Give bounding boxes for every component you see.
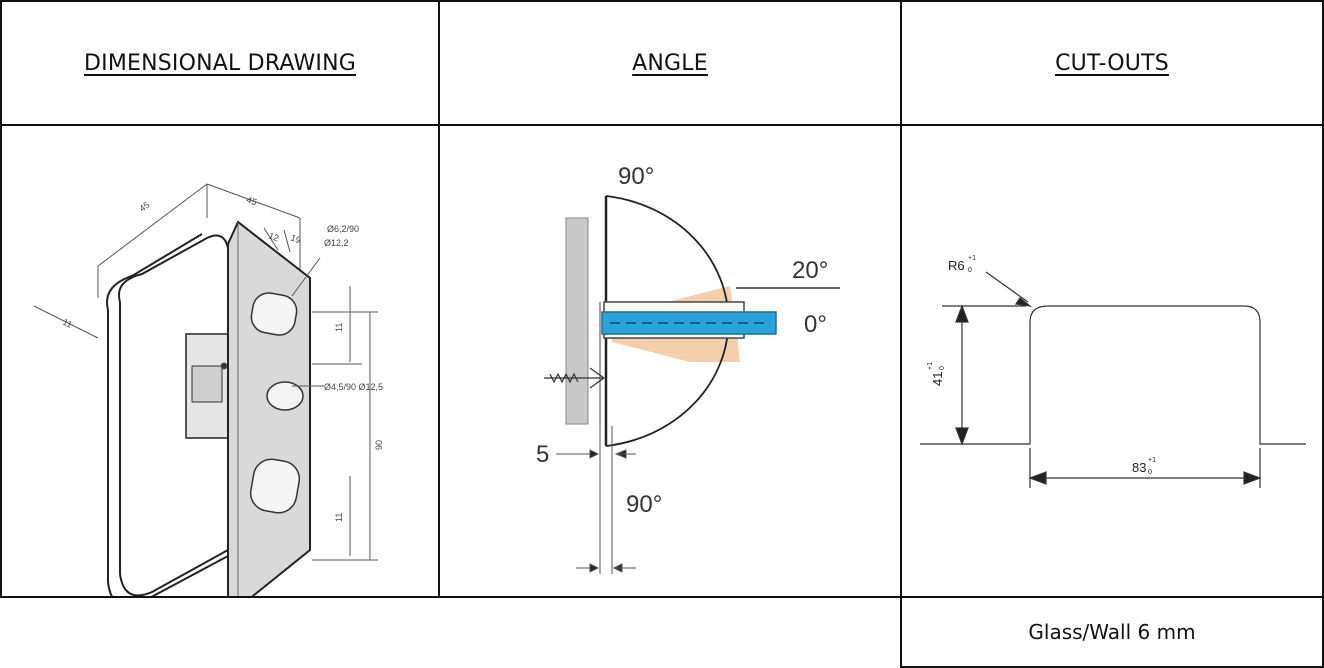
header-cut-outs: CUT-OUTS	[900, 0, 1324, 126]
dim-line-width1	[97, 183, 208, 267]
height-label: 41	[930, 372, 945, 386]
dim-label-v2: 11	[334, 513, 344, 522]
dim-label-h1: 90	[374, 440, 384, 450]
dim-label-hole: Ø4,5/90 Ø12,5	[324, 382, 383, 392]
dim-label-v1: 11	[334, 323, 344, 332]
cell-dimensional-drawing: 45 45 11 Ø6,2/90 Ø12,2 12 19 11 Ø4,5/90 …	[0, 124, 440, 616]
header-label-cut-outs: CUT-OUTS	[1055, 50, 1169, 76]
height-sup: +1	[927, 362, 934, 370]
cell-angle: 90° 20° 0° 5 90°	[438, 124, 902, 598]
width-label: 83	[1132, 460, 1146, 475]
radius-label: R6	[948, 258, 965, 273]
width-sub: 0	[1148, 469, 1152, 476]
wall-shape	[565, 217, 589, 425]
radius-sub: 0	[968, 267, 972, 274]
angle-label-0: 0°	[804, 311, 827, 338]
header-label-dimensional-drawing: DIMENSIONAL DRAWING	[83, 50, 357, 76]
header-label-angle: ANGLE	[632, 50, 708, 76]
dimensional-drawing-figure: 45 45 11 Ø6,2/90 Ø12,2 12 19 11 Ø4,5/90 …	[33, 183, 384, 616]
height-sub: 0	[939, 366, 946, 370]
dim-label-r2: Ø12,2	[324, 238, 349, 248]
header-angle: ANGLE	[438, 0, 902, 126]
dim-label-w2: 45	[245, 194, 258, 207]
width-sup: +1	[1148, 457, 1156, 464]
angle-figure: 90° 20° 0° 5 90°	[536, 163, 840, 574]
screw-shape	[544, 367, 606, 389]
angle-label-top: 90°	[618, 163, 654, 190]
glass-wall-label: Glass/Wall 6 mm	[1028, 620, 1196, 644]
radius-sup: +1	[968, 255, 976, 262]
dim-label-w1: 45	[137, 200, 151, 214]
dim-label-t1: 12	[267, 230, 280, 243]
footer-glass-wall: Glass/Wall 6 mm	[900, 596, 1324, 668]
header-dimensional-drawing: DIMENSIONAL DRAWING	[0, 0, 440, 126]
angle-label-bottom: 90°	[626, 491, 662, 518]
dim-label-r1: Ø6,2/90	[327, 224, 359, 234]
cut-out-figure: R6 +1 0 41 +1 0 83 +1 0	[920, 255, 1306, 488]
dim-line-width2	[206, 183, 301, 219]
dim-label-d1: 11	[61, 317, 74, 330]
dim-line-depth	[33, 305, 99, 339]
angle-label-20: 20°	[792, 257, 828, 284]
angle-label-gap: 5	[536, 441, 549, 468]
cell-cut-outs: R6 +1 0 41 +1 0 83 +1 0	[900, 124, 1324, 598]
cut-out-profile	[920, 305, 1306, 445]
dim-label-t2: 19	[289, 232, 302, 245]
swing-sector-lower	[612, 342, 740, 362]
glass-panel	[601, 311, 777, 335]
